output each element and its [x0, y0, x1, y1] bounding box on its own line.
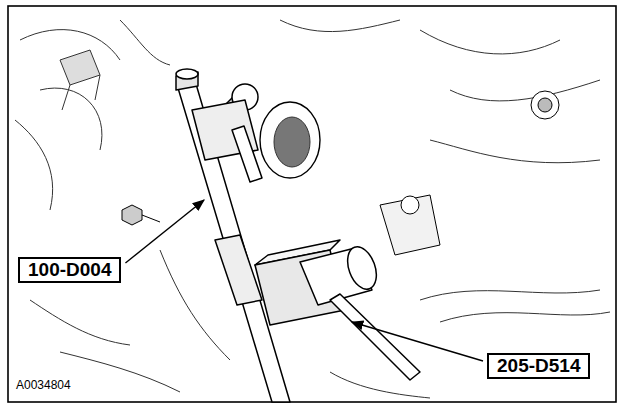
engine-background	[15, 20, 610, 398]
engine-background-part	[450, 80, 600, 101]
engine-background-part	[401, 196, 419, 214]
engine-background-part	[120, 20, 170, 65]
leader-arrow	[352, 322, 483, 361]
tool-100-d004-part	[215, 235, 262, 305]
engine-background-part	[40, 88, 102, 150]
callout-label: 100-D004	[18, 257, 121, 283]
tool-100-d004	[176, 69, 290, 402]
engine-background-part	[160, 250, 230, 360]
engine-background-part	[260, 102, 320, 178]
tool-100-d004-part	[232, 126, 262, 182]
figure-code: A0034804	[14, 378, 73, 392]
engine-background-part	[122, 205, 142, 225]
engine-background-part	[274, 117, 310, 167]
engine-background-part	[420, 290, 600, 300]
tool-100-d004-part	[178, 84, 290, 402]
tool-205-d514-part	[342, 243, 381, 293]
engine-background-part	[440, 312, 610, 322]
engine-background-part	[420, 30, 560, 54]
engine-background-part	[280, 20, 400, 32]
engine-background-part	[531, 91, 559, 119]
engine-background-part	[430, 140, 600, 163]
engine-background-part	[142, 215, 160, 222]
leader-arrow	[125, 200, 204, 263]
engine-background-part	[20, 30, 120, 60]
engine-background-part	[60, 352, 180, 392]
leader-lines	[125, 200, 483, 361]
frame	[8, 6, 616, 402]
callout-label: 205-D514	[487, 353, 590, 379]
engine-background-part	[15, 120, 53, 210]
engine-background-part	[30, 300, 130, 345]
tool-205-d514-part	[330, 294, 420, 380]
tool-100-d004-part	[176, 69, 198, 79]
engine-background-part	[60, 50, 100, 85]
tool-205-d514	[255, 240, 420, 380]
engine-background-part	[62, 75, 100, 110]
engine-background-part	[380, 195, 440, 255]
engine-background-part	[538, 98, 552, 112]
